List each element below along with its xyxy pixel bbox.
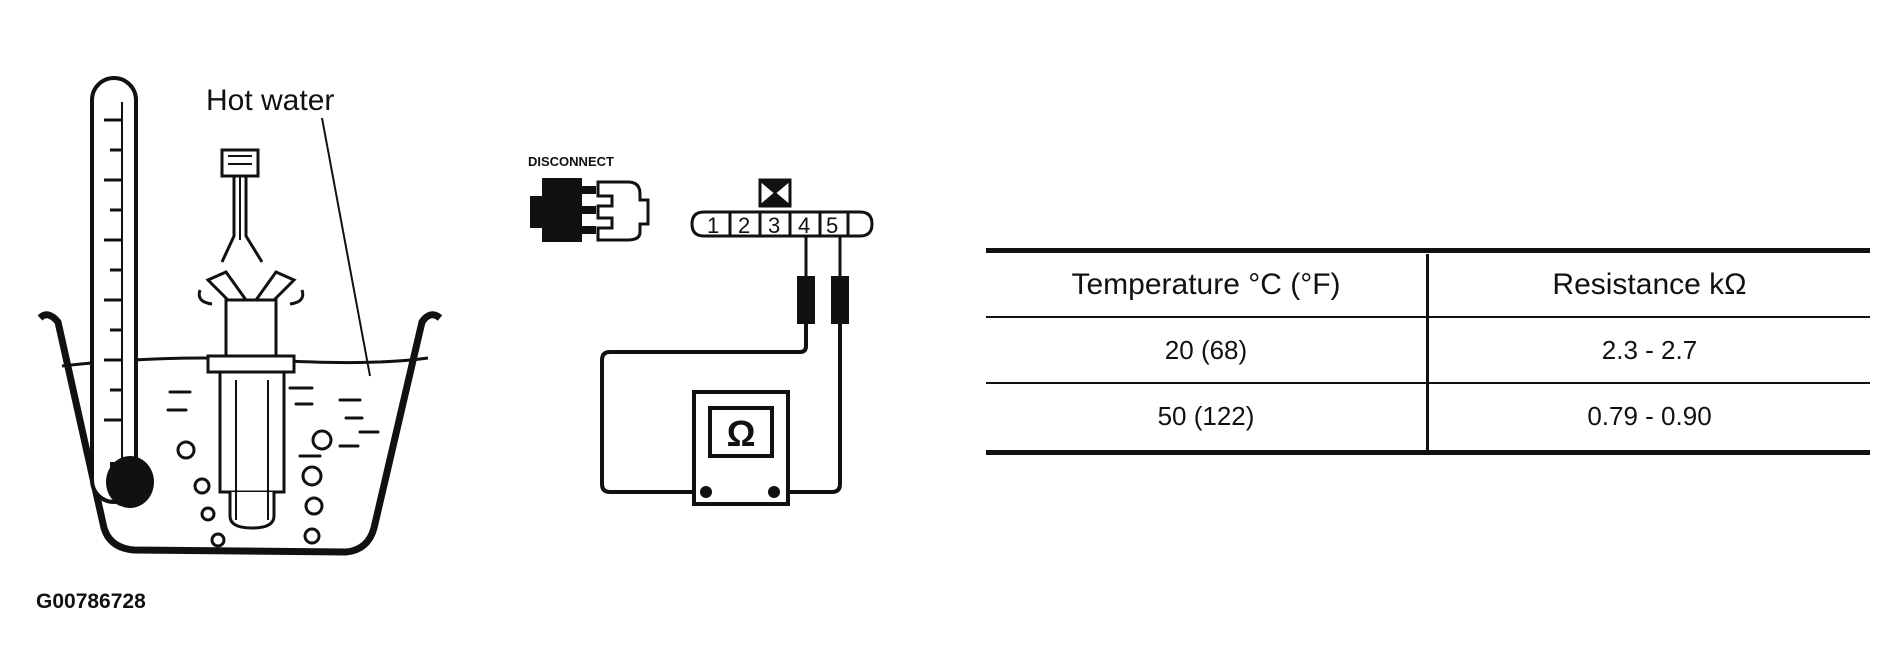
hot-water-leader-line <box>321 117 371 377</box>
resistance-spec-table: Temperature °C (°F) Resistance kΩ 20 (68… <box>986 248 1870 458</box>
ohm-symbol: Ω <box>727 413 756 454</box>
beaker-illustration <box>37 311 443 556</box>
table-cell-resistance-2: 0.79 - 0.90 <box>1587 400 1712 431</box>
pin-label-4: 4 <box>798 213 810 238</box>
table-cell-temperature-2: 50 (122) <box>1157 400 1255 431</box>
table-cell-resistance-1: 2.3 - 2.7 <box>1601 334 1698 365</box>
pin-label-5: 5 <box>826 213 838 238</box>
temperature-sensor-illustration <box>197 148 305 530</box>
pin-label-1: 1 <box>707 213 719 238</box>
table-cell-temperature-1: 20 (68) <box>1164 334 1248 365</box>
harness-connector: 1 2 3 4 5 <box>690 178 874 238</box>
disconnect-connector-icon: DISCONNECT <box>528 154 650 242</box>
multimeter-leads <box>600 236 849 494</box>
disconnect-label: DISCONNECT <box>528 154 614 169</box>
thermometer-illustration <box>90 76 154 508</box>
ohmmeter-icon: Ω <box>692 390 790 506</box>
table-top-rule <box>986 248 1870 253</box>
table-header-temperature: Temperature °C (°F) <box>1071 268 1341 301</box>
pin-label-3: 3 <box>768 213 780 238</box>
table-column-divider <box>1426 254 1429 450</box>
table-header-resistance: Resistance kΩ <box>1552 268 1747 301</box>
hot-water-label: Hot water <box>206 84 334 117</box>
figure-code: G00786728 <box>36 590 146 613</box>
pin-label-2: 2 <box>738 213 750 238</box>
table-bottom-rule <box>986 450 1870 455</box>
